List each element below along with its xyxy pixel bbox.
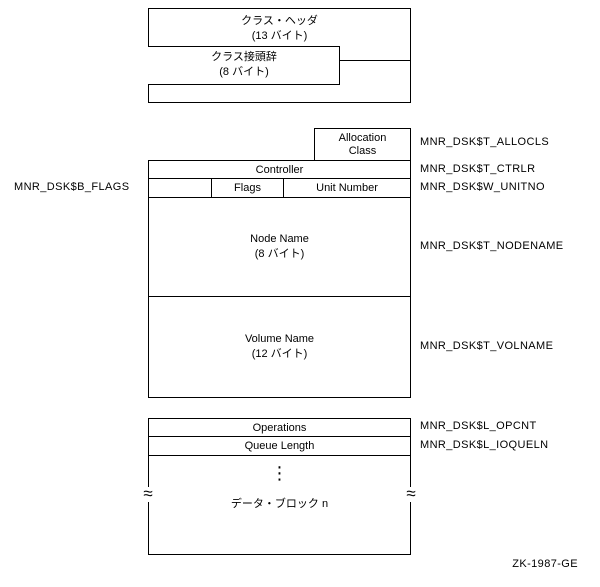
unit-number-label: Unit Number [316, 182, 378, 194]
flags-cell: Flags [211, 179, 283, 197]
controller-label: Controller [255, 163, 304, 176]
class-prefix-line2: (8 バイト) [219, 66, 269, 78]
node-name-row: Node Name (8 バイト) [149, 197, 410, 296]
class-prefix-label: クラス接頭辞 (8 バイト) [148, 50, 340, 80]
node-name-line1: Node Name [250, 233, 309, 245]
operations-label: Operations [252, 421, 307, 434]
break-mark-right: ≈ [401, 485, 421, 502]
allocation-class-line2: Class [348, 144, 377, 157]
node-name-line2: (8 バイト) [254, 248, 305, 260]
ref-label-ctrlr: MNR_DSK$T_CTRLR [420, 163, 536, 175]
class-prefix-box [148, 46, 340, 85]
ref-label-ioqueln: MNR_DSK$L_IOQUELN [420, 439, 549, 451]
ref-label-opcnt: MNR_DSK$L_OPCNT [420, 420, 537, 432]
class-prefix-line1: クラス接頭辞 [211, 51, 277, 63]
allocation-class-line1: Allocation [338, 131, 387, 144]
vertical-ellipsis: ⋮ [270, 463, 289, 483]
break-mark-left: ≈ [138, 485, 158, 502]
volume-name-line1: Volume Name [244, 333, 315, 345]
unit-number-cell: Unit Number [283, 179, 410, 197]
ref-label-volname: MNR_DSK$T_VOLNAME [420, 340, 554, 352]
record-table: Controller Flags Unit Number Node Name (… [148, 160, 411, 398]
flags-row-empty-cell [149, 179, 211, 197]
data-block-table: Operations Queue Length ⋮ データ・ブロック n [148, 418, 411, 555]
queue-length-row: Queue Length [149, 436, 410, 455]
data-block-label: データ・ブロック n [230, 498, 329, 510]
data-block-row: ⋮ データ・ブロック n [149, 455, 410, 554]
class-header-line1: クラス・ヘッダ [241, 15, 318, 27]
volume-name-row: Volume Name (12 バイト) [149, 296, 410, 397]
ref-label-alloccls: MNR_DSK$T_ALLOCLS [420, 136, 550, 148]
ref-label-nodename: MNR_DSK$T_NODENAME [420, 240, 564, 252]
ref-label-flags: MNR_DSK$B_FLAGS [14, 181, 130, 193]
flags-unit-row: Flags Unit Number [149, 178, 410, 197]
controller-row: Controller [149, 161, 410, 178]
volume-name-line2: (12 バイト) [251, 348, 308, 360]
class-header-label: クラス・ヘッダ (13 バイト) [148, 14, 411, 44]
class-header-line2: (13 バイト) [251, 30, 308, 42]
header-step-line [339, 60, 411, 61]
operations-row: Operations [149, 419, 410, 436]
allocation-class-box: Allocation Class [314, 128, 411, 161]
figure-id: ZK-1987-GE [512, 558, 578, 570]
ref-label-unitno: MNR_DSK$W_UNITNO [420, 181, 545, 193]
queue-length-label: Queue Length [244, 440, 315, 452]
flags-label: Flags [234, 182, 261, 194]
